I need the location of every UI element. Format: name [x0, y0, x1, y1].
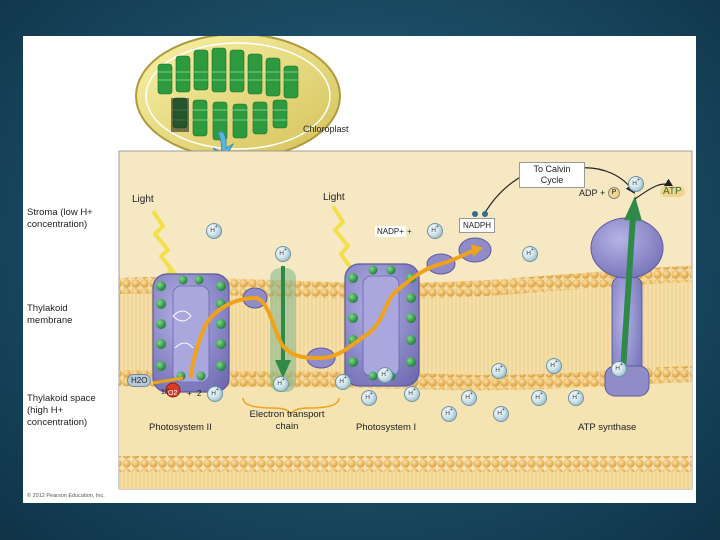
diagram-slide: Chloroplast To Calvin Cycle Light Light … [23, 36, 696, 503]
chloroplast-label: Chloroplast [303, 124, 349, 134]
proton-ion: H+ [441, 406, 457, 422]
cytochrome-complex [270, 264, 296, 392]
photosystem-ii-complex [152, 273, 230, 393]
copyright-notice: © 2012 Pearson Education, Inc. [27, 493, 105, 499]
proton-ion: H+ [275, 246, 291, 262]
proton-ion: H+ [531, 390, 547, 406]
proton-ion: H+ [361, 390, 377, 406]
oxygen-molecule [165, 382, 181, 398]
proton-ion: H+ [491, 363, 507, 379]
proton-ion: H+ [493, 406, 509, 422]
proton-ion: H+ [522, 246, 538, 262]
proton-ion: H+ [611, 361, 627, 377]
light-label-left: Light [132, 194, 154, 205]
atp-label: ATP [660, 186, 685, 197]
plus-label-adp: + [600, 188, 606, 198]
photosystem-i-caption: Photosystem I [356, 422, 417, 433]
plus-label-water: + [187, 389, 192, 398]
half-label: 1/2 [161, 389, 171, 396]
stroma-label: Stroma (low H+ concentration) [27, 207, 93, 230]
thylakoid-space-label: Thylakoid space (high H+ concentration) [27, 393, 96, 428]
proton-ion: H+ [377, 367, 393, 383]
adp-label: ADP [579, 188, 598, 198]
proton-ion: H+ [546, 358, 562, 374]
nadp-plus-label: NADP+ [375, 226, 406, 237]
thylakoid-membrane-label: Thylakoid membrane [27, 303, 73, 326]
two-label: 2 [197, 389, 202, 398]
proton-ion: H+ [461, 390, 477, 406]
diagram-canvas [118, 36, 693, 490]
electron-flow-path [189, 248, 477, 378]
proton-ion: H+ [206, 223, 222, 239]
nadph-label: NADPH [459, 218, 496, 233]
proton-ion: H+ [427, 223, 443, 239]
proton-ion: H+ [568, 390, 584, 406]
water-label: H2O [127, 374, 152, 387]
oxygen-label: O2 [168, 390, 178, 397]
proton-ion: H+ [628, 176, 644, 192]
photosystem-ii-caption: Photosystem II [149, 422, 212, 433]
atp-synthase-caption: ATP synthase [578, 422, 637, 433]
proton-ion: H+ [335, 374, 351, 390]
chloroplast-illustration [135, 36, 341, 163]
calvin-cycle-label: To Calvin Cycle [519, 162, 585, 188]
proton-ion: H+ [273, 376, 289, 392]
proton-ion: H+ [404, 386, 420, 402]
plus-label-nadp: + [407, 227, 412, 236]
phosphate-label: P [608, 187, 620, 199]
proton-ion: H+ [207, 386, 223, 402]
electron-transport-chain-caption: Electron transport chain [249, 409, 325, 432]
light-label-right: Light [323, 192, 345, 203]
